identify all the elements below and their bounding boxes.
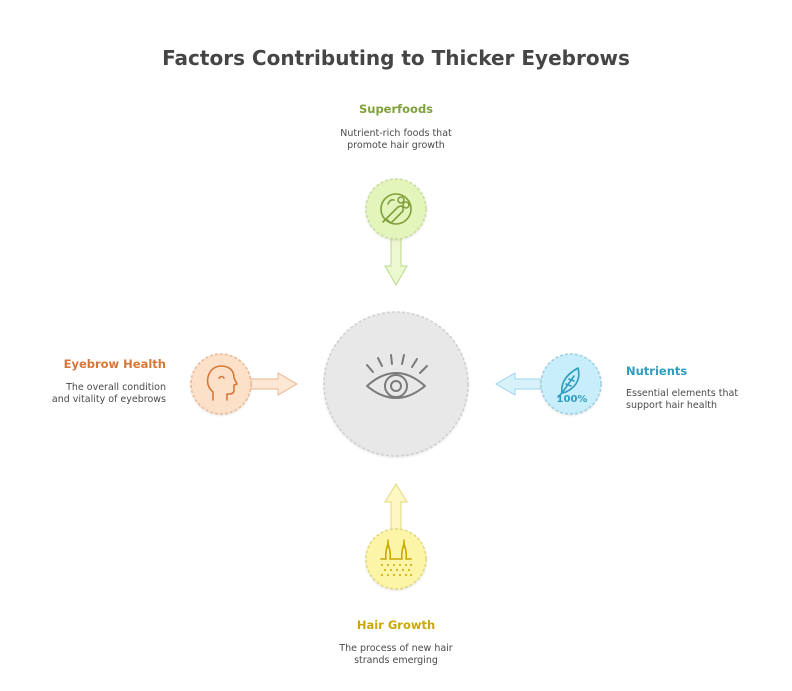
nutrients-description: Essential elements that support hair hea…	[626, 388, 739, 411]
head-profile-icon	[206, 365, 238, 401]
eyebrow-health-node[interactable]	[190, 353, 252, 415]
superfoods-node[interactable]	[365, 178, 427, 240]
nutrients-node[interactable]: 100%	[540, 353, 602, 415]
hair-follicle-icon	[380, 539, 412, 560]
diagram-title: Factors Contributing to Thicker Eyebrows	[162, 46, 630, 70]
eyebrow-health-label: Eyebrow Health	[63, 357, 166, 371]
eyebrow-health-description: The overall condition and vitality of ey…	[51, 382, 166, 405]
superfoods-label: Superfoods	[358, 102, 434, 116]
hair-growth-arrow	[384, 483, 408, 531]
eyebrow-health-arrow	[245, 372, 298, 396]
hair-growth-label: Hair Growth	[356, 618, 436, 632]
superfoods-description: Nutrient-rich foods that promote hair gr…	[340, 128, 452, 151]
hair-growth-node[interactable]	[365, 528, 427, 590]
skin-dots	[381, 564, 412, 576]
center-node	[323, 311, 469, 457]
superfoods-arrow	[384, 235, 408, 286]
nutrients-arrow	[495, 372, 546, 396]
fruits-vegetables-icon	[380, 193, 412, 225]
nutrients-percent-label: 100%	[557, 394, 588, 405]
leaf-100-percent-icon: 100%	[557, 367, 588, 405]
eye-icon	[366, 354, 428, 399]
nutrients-label: Nutrients	[626, 364, 688, 378]
hair-growth-description: The process of new hair strands emerging	[339, 643, 453, 666]
